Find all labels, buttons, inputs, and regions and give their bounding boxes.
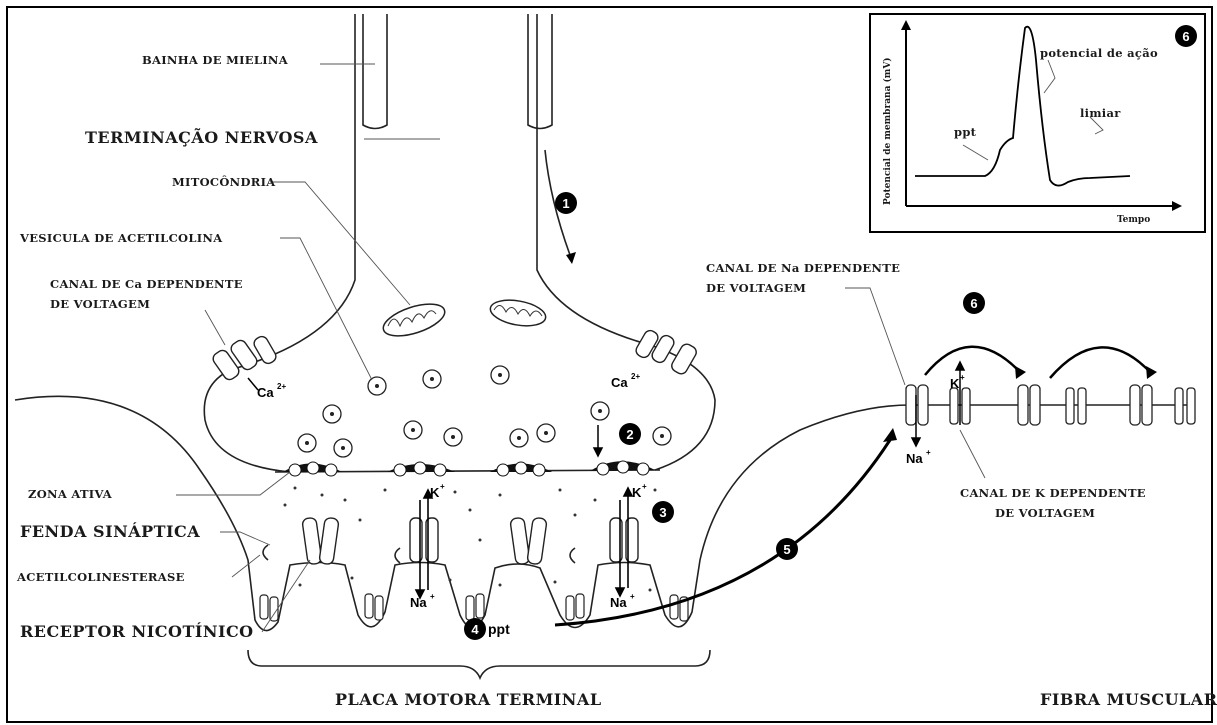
- inset-y-label: Potencial de membrana (mV): [882, 57, 893, 205]
- conduction-arrowhead: [566, 252, 576, 264]
- ca-ion-text: Ca: [611, 375, 628, 390]
- step-4-number: 4: [471, 622, 479, 637]
- step-4-marker: 4: [464, 618, 486, 640]
- step-1-marker: 1: [555, 192, 577, 214]
- na-ion-text: Na: [906, 451, 923, 466]
- step-5-number: 5: [783, 542, 790, 557]
- step-3-number: 3: [659, 505, 666, 520]
- na-ion-text: Na: [610, 595, 627, 610]
- step-1-number: 1: [562, 196, 569, 211]
- k-ion-text: K: [950, 376, 960, 391]
- mitochondria: [380, 296, 548, 342]
- fiber-propagation-arrowhead-2: [1146, 366, 1157, 379]
- na-ion-text: Na: [410, 595, 427, 610]
- k-ion-text: K: [430, 485, 440, 500]
- na-ion-charge: +: [926, 448, 931, 457]
- label-na-channel-line2: DE VOLTAGEM: [706, 281, 806, 295]
- ca-ion-charge: 2+: [631, 372, 640, 381]
- ion-label-ca-left: Ca 2+: [257, 382, 286, 400]
- ion-label-ca-right: Ca 2+: [611, 372, 640, 390]
- label-mitochondria: MITOCÔNDRIA: [172, 175, 276, 189]
- ion-label-k-right: K +: [632, 482, 647, 500]
- label-ppt: ppt: [488, 621, 510, 637]
- label-nerve-terminal: TERMINAÇÃO NERVOSA: [85, 126, 318, 147]
- ion-label-na-mid: Na +: [410, 592, 435, 610]
- nerve-terminal: [204, 14, 715, 472]
- step-6-marker-fiber: 6: [963, 292, 985, 314]
- label-k-channel-line2: DE VOLTAGEM: [995, 506, 1095, 520]
- k-ion-charge: +: [440, 482, 445, 491]
- label-ach-vesicle: VESICULA DE ACETILCOLINA: [19, 231, 223, 245]
- ca-ion-text: Ca: [257, 385, 274, 400]
- label-ca-channel-line1: CANAL DE Ca DEPENDENTE: [50, 277, 243, 291]
- leader-lines: [176, 64, 985, 632]
- label-active-zone: ZONA ATIVA: [28, 487, 113, 501]
- step-2-marker: 2: [619, 423, 641, 445]
- label-synaptic-cleft: FENDA SINÁPTICA: [20, 521, 200, 541]
- label-na-channel-line1: CANAL DE Na DEPENDENTE: [706, 261, 900, 275]
- label-acetylcholinesterase: ACETILCOLINESTERASE: [16, 570, 185, 584]
- fiber-propagation-arrowhead-1: [1015, 366, 1026, 379]
- label-motor-endplate: PLACA MOTORA TERMINAL: [335, 690, 602, 709]
- active-zones: [283, 461, 655, 476]
- label-myelin-sheath: BAINHA DE MIELINA: [142, 53, 289, 67]
- propagation-arrowhead: [883, 428, 897, 442]
- na-ion-charge: +: [430, 592, 435, 601]
- label-muscle-fiber: FIBRA MUSCULAR: [1040, 690, 1217, 709]
- fiber-propagation-arrow-2: [1050, 347, 1150, 378]
- label-nicotinic-receptor: RECEPTOR NICOTÍNICO: [20, 621, 254, 641]
- inset-label-threshold: limiar: [1080, 106, 1121, 120]
- inset-label-action-potential: potencial de ação: [1040, 46, 1158, 60]
- k-ion-charge: +: [960, 373, 965, 382]
- inset-step-6-marker: 6: [1175, 25, 1197, 47]
- label-k-channel-line1: CANAL DE K DEPENDENTE: [960, 486, 1146, 500]
- ion-label-na-right: Na +: [610, 592, 635, 610]
- step-2-number: 2: [626, 427, 633, 442]
- nicotinic-receptors: [302, 517, 638, 565]
- na-ion-charge: +: [630, 592, 635, 601]
- inset-label-ppt: ppt: [954, 125, 977, 139]
- k-ion-charge: +: [642, 482, 647, 491]
- action-potential-inset: ppt potencial de ação limiar Tempo Poten…: [870, 14, 1205, 232]
- inset-step-6-number: 6: [1182, 29, 1189, 44]
- step-3-marker: 3: [652, 501, 674, 523]
- ion-label-na-fiber: Na +: [906, 448, 931, 466]
- label-ca-channel-line2: DE VOLTAGEM: [50, 297, 150, 311]
- inset-x-label: Tempo: [1117, 215, 1150, 225]
- step-5-marker: 5: [776, 538, 798, 560]
- ca-ion-charge: 2+: [277, 382, 286, 391]
- fiber-propagation-arrow-1: [925, 347, 1020, 375]
- k-ion-text: K: [632, 485, 642, 500]
- step-6-number: 6: [970, 296, 977, 311]
- motor-endplate-brace: [248, 650, 710, 678]
- ion-label-k-mid: K +: [430, 482, 445, 500]
